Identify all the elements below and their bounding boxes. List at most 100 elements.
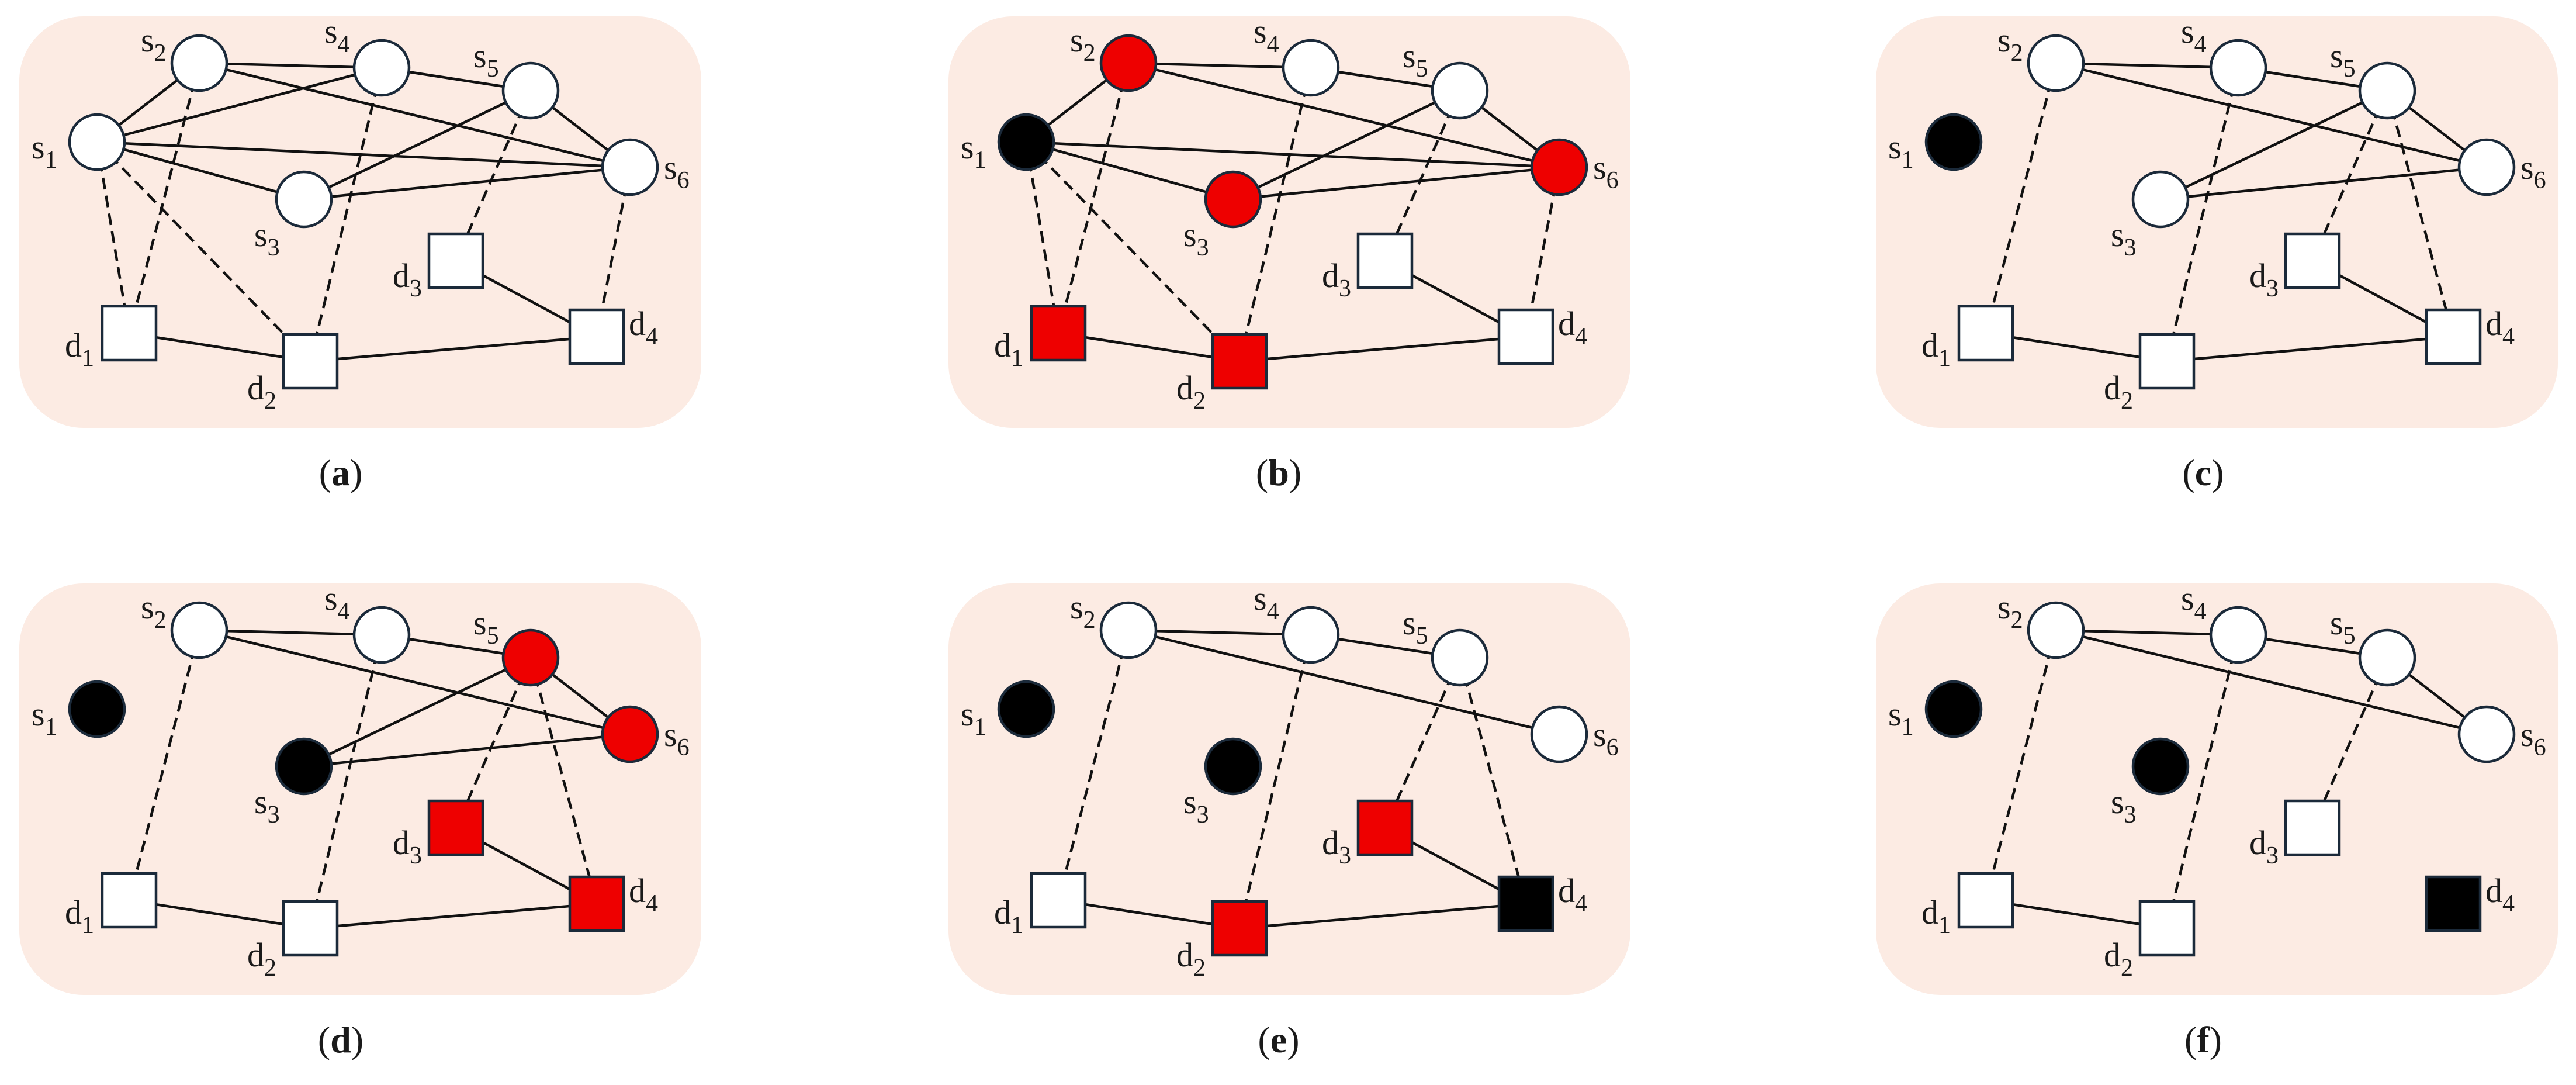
- node-d1: [1030, 305, 1087, 362]
- node-label-s4: s4: [1254, 579, 1279, 625]
- node-label-d4: d4: [1558, 872, 1587, 917]
- dashed-edge-s5-d3: [2311, 90, 2389, 261]
- node-d1: [1957, 872, 2014, 929]
- node-label-s6: s6: [1593, 716, 1619, 761]
- solid-edge-s3-s6: [1232, 165, 1560, 201]
- node-label-d3: d3: [393, 824, 422, 869]
- node-s1: [997, 680, 1055, 738]
- node-label-d2: d2: [1176, 936, 1206, 982]
- node-label-d3: d3: [393, 257, 422, 302]
- node-d2: [282, 333, 339, 390]
- dashed-edge-s4-d2: [2165, 634, 2240, 929]
- node-label-s4: s4: [324, 579, 350, 625]
- node-label-s3: s3: [2111, 783, 2137, 828]
- dashed-edge-s2-d1: [1057, 63, 1130, 334]
- solid-edge-s1-s3: [96, 140, 304, 201]
- node-d3: [2284, 232, 2341, 289]
- node-label-s1: s1: [32, 128, 57, 174]
- node-s1: [1924, 680, 1983, 738]
- node-d2: [1211, 900, 1268, 957]
- solid-edge-s2-s6: [199, 628, 631, 736]
- node-s6: [2457, 138, 2516, 196]
- panel-caption: (e): [1258, 1019, 1299, 1060]
- node-label-s1: s1: [32, 695, 57, 741]
- node-s3: [2131, 170, 2190, 229]
- node-s2: [170, 601, 228, 659]
- dashed-edge-s5-d4: [529, 657, 598, 904]
- node-s4: [2209, 606, 2267, 664]
- node-label-d1: d1: [65, 893, 94, 939]
- solid-edge-d1-d2: [1985, 331, 2168, 363]
- dashed-edge-s5-d3: [1383, 657, 1462, 828]
- node-d4: [568, 308, 625, 365]
- solid-edge-s1-s6: [1026, 140, 1560, 169]
- solid-edge-d2-d4: [310, 335, 597, 363]
- node-d1: [1957, 305, 2014, 362]
- node-label-d1: d1: [994, 326, 1023, 372]
- node-label-s4: s4: [1254, 12, 1279, 58]
- solid-edge-d2-d4: [1239, 902, 1526, 930]
- node-d1: [101, 872, 158, 929]
- dashed-edge-s4-d2: [1238, 634, 1313, 929]
- node-s1: [1924, 113, 1983, 171]
- dashed-edge-s1-d2: [1025, 141, 1241, 362]
- solid-edge-d1-d2: [1985, 899, 2168, 930]
- solid-edge-s3-s6: [2160, 165, 2487, 201]
- solid-edge-s5-s3: [303, 656, 531, 768]
- node-d2: [1211, 333, 1268, 390]
- node-label-s5: s5: [1403, 37, 1428, 82]
- node-d1: [1030, 872, 1087, 929]
- panel-caption: (c): [2182, 452, 2224, 493]
- node-label-s2: s2: [1997, 588, 2023, 634]
- node-label-s3: s3: [1183, 216, 1209, 261]
- node-label-s1: s1: [1888, 128, 1914, 174]
- node-label-s2: s2: [1070, 588, 1096, 634]
- solid-edge-s2-s6: [199, 61, 631, 169]
- node-label-s3: s3: [254, 216, 280, 261]
- node-label-d1: d1: [65, 326, 94, 372]
- node-s5: [2358, 628, 2416, 687]
- node-s1: [997, 113, 1055, 171]
- node-s5: [1431, 628, 1489, 687]
- edges: [127, 628, 631, 930]
- solid-edge-s1-s4: [96, 66, 382, 144]
- node-d2: [2138, 900, 2196, 957]
- dashed-edge-s2-d1: [127, 63, 201, 334]
- node-label-s6: s6: [2520, 716, 2546, 761]
- dashed-edge-s2-d1: [127, 630, 201, 901]
- node-d2: [2138, 333, 2196, 390]
- node-label-d3: d3: [1322, 257, 1351, 302]
- solid-edge-s2-s6: [2055, 61, 2487, 169]
- node-s3: [1204, 170, 1262, 229]
- node-label-s4: s4: [324, 12, 350, 58]
- dashed-edge-s1-d2: [96, 141, 311, 362]
- node-s6: [601, 138, 659, 196]
- dashed-edge-s2-d1: [1057, 630, 1130, 901]
- node-s6: [1530, 705, 1588, 763]
- node-s3: [2131, 737, 2190, 796]
- node-s2: [1099, 601, 1158, 659]
- node-label-s5: s5: [473, 604, 499, 649]
- panel-caption: (d): [318, 1019, 363, 1060]
- node-s5: [501, 61, 560, 120]
- solid-edge-d1-d2: [1058, 899, 1240, 930]
- node-label-d1: d1: [994, 893, 1023, 939]
- node-d4: [2425, 308, 2482, 365]
- node-label-d4: d4: [2485, 872, 2515, 917]
- node-label-d2: d2: [247, 369, 276, 414]
- node-label-s3: s3: [1183, 783, 1209, 828]
- solid-edge-s1-s6: [96, 140, 631, 169]
- solid-edge-d1-d2: [129, 331, 311, 363]
- node-s4: [1282, 39, 1340, 97]
- node-label-s4: s4: [2181, 12, 2207, 58]
- dashed-edge-s5-d4: [2385, 90, 2455, 337]
- node-label-d3: d3: [1322, 824, 1351, 869]
- node-s6: [601, 705, 659, 763]
- node-s4: [352, 39, 411, 97]
- node-s6: [1530, 138, 1588, 196]
- dashed-edge-s4-d2: [309, 634, 383, 929]
- node-d3: [2284, 799, 2341, 856]
